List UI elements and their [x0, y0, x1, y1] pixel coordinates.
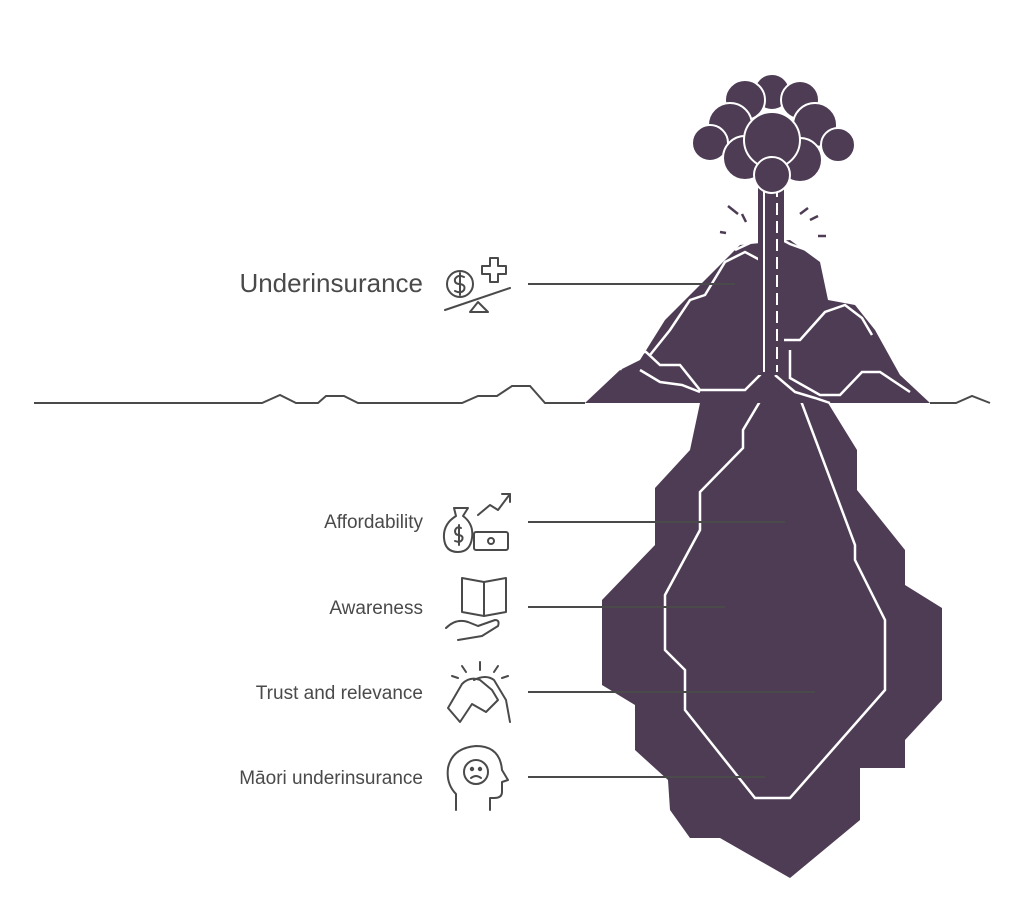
eruption-cloud — [691, 73, 856, 194]
sad-head-icon — [446, 745, 509, 811]
label-awareness: Awareness — [329, 598, 423, 619]
lava-ridge-right-upper — [780, 303, 874, 342]
lava-ridge-right-lower — [788, 350, 911, 397]
scale-dollar-health-icon — [444, 257, 511, 313]
label-trust-and-relevance: Trust and relevance — [255, 683, 423, 704]
label-affordability: Affordability — [324, 512, 423, 533]
money-bag-growth-icon — [442, 493, 511, 553]
underground-mass — [602, 403, 942, 878]
ground-line-right — [930, 394, 991, 404]
ground-line — [34, 385, 585, 404]
open-book-hand-icon — [445, 577, 507, 641]
handshake-icon — [447, 661, 511, 723]
label-maori-underinsurance: Māori underinsurance — [239, 768, 423, 789]
eruption-column — [758, 180, 784, 375]
label-underinsurance: Underinsurance — [239, 268, 423, 298]
spatter-marks — [719, 205, 826, 238]
volcano-cone — [585, 240, 930, 403]
lava-ridge-right — [774, 374, 831, 405]
core-outline — [663, 391, 887, 800]
lava-ridge-mid — [639, 368, 701, 394]
